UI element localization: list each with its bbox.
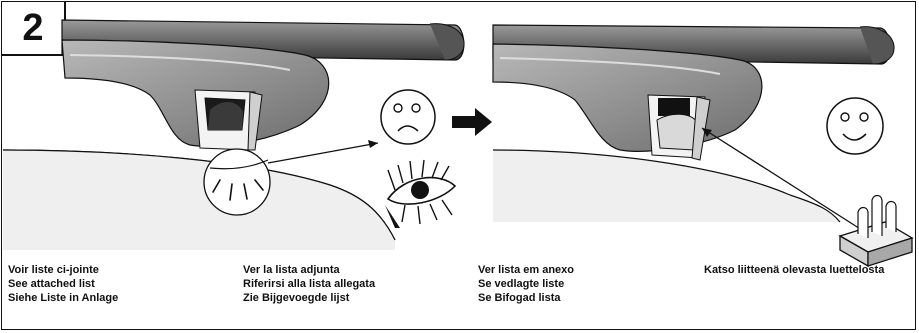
caption-line: Ver la lista adjunta [243,264,340,276]
caption-column-3: Ver lista em anexo Se vedlagte liste Se … [478,263,574,305]
rack-foot-right [492,43,763,152]
caption-line: Zie Bijgevoegde lijst [243,292,350,304]
step-number: 2 [2,2,66,56]
caption-line: Katso liitteenä olevasta luettelosta [704,264,885,276]
right-arrow-icon [452,108,492,136]
caption-line: Siehe Liste in Anlage [8,292,119,304]
caption-column-2: Ver la lista adjunta Riferirsi alla list… [243,263,375,305]
magnifier-circle-left [203,148,271,216]
caption-line: Riferirsi alla lista allegata [243,278,376,290]
car-roof-right [492,149,841,223]
caption-line: Voir liste ci-jointe [8,264,99,276]
caption-column-4: Katso liitteenä olevasta luettelosta [704,263,884,277]
eye-icon [385,159,457,228]
caption-column-1: Voir liste ci-jointe See attached list S… [8,263,118,305]
left-scene [2,19,465,250]
adapter-part-icon [838,194,914,268]
caption-line: Se Bifogad lista [478,292,561,304]
happy-face-icon [826,97,884,155]
caption-line: See attached list [8,278,95,290]
caption-line: Se vedlagte liste [478,278,565,290]
caption-line: Ver lista em anexo [478,264,574,276]
sad-face-icon [380,89,436,145]
right-scene [492,24,895,233]
